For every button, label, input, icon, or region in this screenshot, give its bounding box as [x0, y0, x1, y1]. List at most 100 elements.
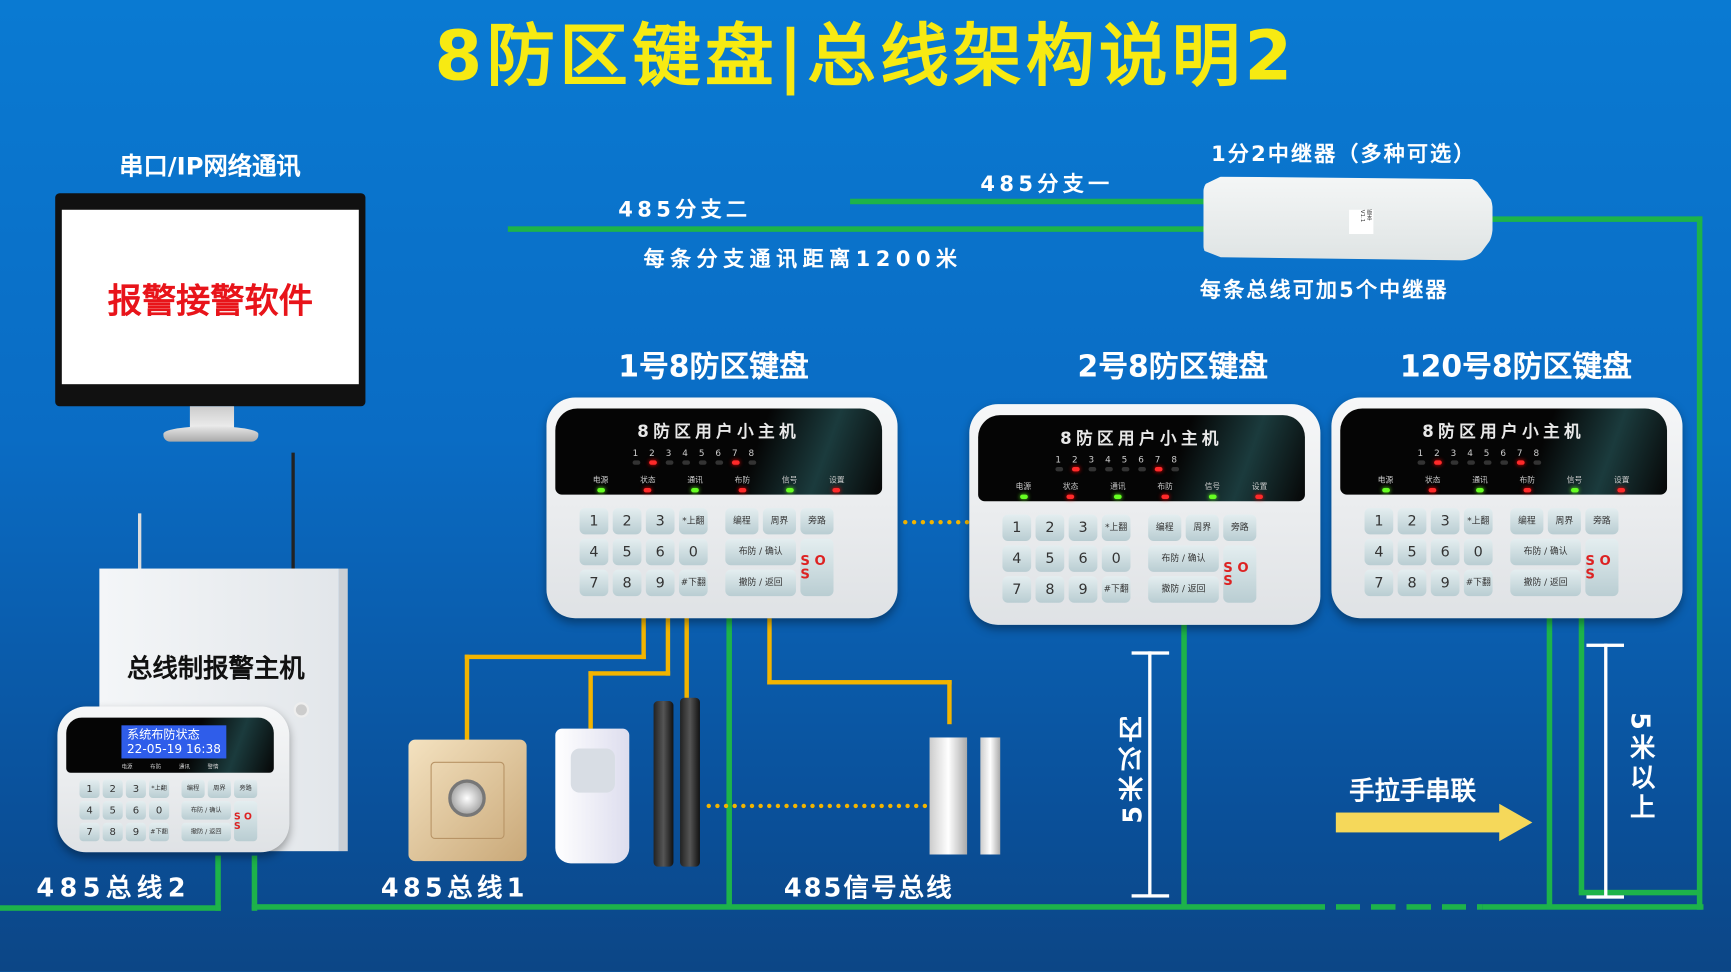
keypad-key[interactable]: 8: [1397, 569, 1427, 597]
keypad-key[interactable]: 旁路: [1223, 514, 1257, 541]
zone-indicator: 5: [1483, 448, 1492, 465]
keypad-key[interactable]: 撤防 / 返回: [181, 822, 231, 842]
keypad-2-label: 2号8防区键盘: [1077, 349, 1269, 385]
keypad-key[interactable]: S O S: [234, 801, 258, 842]
keypad-key[interactable]: 1: [579, 507, 609, 535]
keypad-key[interactable]: 4: [1002, 545, 1032, 572]
keypad-key[interactable]: 布防 / 确认: [181, 801, 231, 820]
pir-detector: [555, 728, 630, 864]
keypad-key[interactable]: 1: [79, 779, 100, 798]
keypad-key[interactable]: 9: [125, 822, 146, 842]
keypad-key[interactable]: *上翻: [149, 779, 170, 798]
keypad-key[interactable]: 2: [612, 507, 642, 535]
bracket-cap: [1131, 894, 1170, 898]
keypad-key[interactable]: 5: [1397, 538, 1427, 566]
led-icon: [785, 487, 794, 493]
keypad-key[interactable]: 0: [1463, 538, 1493, 566]
zone-number: 2: [1434, 448, 1440, 459]
keypad-key[interactable]: 2: [102, 779, 123, 798]
led-icon: [1088, 466, 1097, 472]
keypad-key[interactable]: 编程: [1148, 514, 1182, 541]
keypad-key[interactable]: 7: [579, 569, 609, 597]
keypad-key[interactable]: *上翻: [678, 507, 708, 535]
repeater-tag: 版本 V1.1: [1349, 209, 1374, 235]
keypad-key[interactable]: 1: [1364, 507, 1394, 535]
led-icon: [738, 487, 747, 493]
keypad-key[interactable]: 8: [102, 822, 123, 842]
status-label: 通讯: [687, 475, 703, 485]
keypad-key[interactable]: 9: [645, 569, 675, 597]
keypad-key[interactable]: 6: [1430, 538, 1460, 566]
keypad-key[interactable]: 7: [79, 822, 100, 842]
keypad-key[interactable]: *上翻: [1463, 507, 1493, 535]
keypad-key[interactable]: 布防 / 确认: [1148, 545, 1219, 572]
keypad-key[interactable]: 周界: [762, 507, 796, 535]
keypad-key[interactable]: 6: [125, 801, 146, 820]
keypad-key[interactable]: 周界: [207, 779, 231, 798]
zone-indicator: 3: [1450, 448, 1459, 465]
keypad-key[interactable]: 6: [1068, 545, 1098, 572]
keypad-key[interactable]: 1: [1002, 514, 1032, 541]
led-icon: [691, 487, 699, 493]
keypad-key[interactable]: 8: [612, 569, 642, 597]
keypad-key[interactable]: #下翻: [1101, 576, 1131, 603]
zone-indicator: 7: [731, 448, 740, 465]
keypad-key[interactable]: 9: [1430, 569, 1460, 597]
keypad-key[interactable]: 3: [125, 779, 146, 798]
zone-indicator: 5: [1121, 455, 1130, 472]
keypad-key[interactable]: 旁路: [1585, 507, 1619, 535]
keypad-key[interactable]: 3: [1430, 507, 1460, 535]
keypad-key[interactable]: 3: [1068, 514, 1098, 541]
keypad-key[interactable]: 2: [1397, 507, 1427, 535]
keypad-key[interactable]: 5: [102, 801, 123, 820]
keypad-key[interactable]: 8: [1035, 576, 1065, 603]
keypad-key[interactable]: 布防 / 确认: [1510, 538, 1581, 566]
keypad-key[interactable]: 编程: [181, 779, 205, 798]
keypad-key[interactable]: S O S: [1585, 538, 1619, 597]
status-label: 电源: [1015, 482, 1032, 492]
keypad-key[interactable]: #下翻: [149, 822, 170, 842]
status-indicator: 设置: [829, 475, 845, 493]
keypad-key[interactable]: S O S: [1223, 545, 1257, 603]
keypad-key[interactable]: 旁路: [800, 507, 834, 535]
keypad-key[interactable]: 0: [1101, 545, 1131, 572]
keypad-key[interactable]: 周界: [1547, 507, 1581, 535]
keypad-key[interactable]: *上翻: [1101, 514, 1131, 541]
keypad-key[interactable]: #下翻: [678, 569, 708, 597]
keypad-key[interactable]: 0: [149, 801, 170, 820]
keypad-key[interactable]: 2: [1035, 514, 1065, 541]
keypad-key[interactable]: 4: [1364, 538, 1394, 566]
status-indicator: 通讯: [1110, 481, 1126, 500]
led-icon: [1617, 487, 1626, 493]
door-contact: [929, 737, 968, 855]
keypad-key[interactable]: 编程: [725, 507, 759, 535]
keypad-key[interactable]: 7: [1364, 569, 1394, 597]
keypad-key[interactable]: S O S: [800, 538, 834, 597]
keypad-key[interactable]: 编程: [1510, 507, 1544, 535]
status-indicator: 信号: [1567, 475, 1582, 493]
status-label: 状态: [1062, 482, 1079, 492]
keypad-key[interactable]: 4: [579, 538, 609, 566]
keypad-key[interactable]: 5: [612, 538, 642, 566]
keypad-key[interactable]: 撤防 / 返回: [1510, 569, 1581, 597]
keypad-key[interactable]: 撤防 / 返回: [725, 569, 796, 597]
keypad-key[interactable]: 周界: [1185, 514, 1219, 541]
keypad-key[interactable]: 5: [1035, 545, 1065, 572]
keypad-key[interactable]: 撤防 / 返回: [1148, 576, 1219, 603]
keypad-key[interactable]: 3: [645, 507, 675, 535]
keypad-key[interactable]: 9: [1068, 576, 1098, 603]
keypad-key[interactable]: 6: [645, 538, 675, 566]
status-label: 警情: [207, 763, 219, 771]
keypad-key[interactable]: 旁路: [234, 779, 258, 798]
keypad-key[interactable]: 7: [1002, 576, 1032, 603]
keypad-key[interactable]: 布防 / 确认: [725, 538, 796, 566]
keypad-key[interactable]: #下翻: [1463, 569, 1493, 597]
keypad-key[interactable]: 0: [678, 538, 708, 566]
led-icon: [1138, 466, 1146, 472]
sensor-wire: [767, 618, 772, 685]
branch-line-1: [850, 198, 1206, 205]
bus-line: [1696, 216, 1703, 910]
keypad-key[interactable]: 4: [79, 801, 100, 820]
status-label: 状态: [640, 475, 656, 485]
